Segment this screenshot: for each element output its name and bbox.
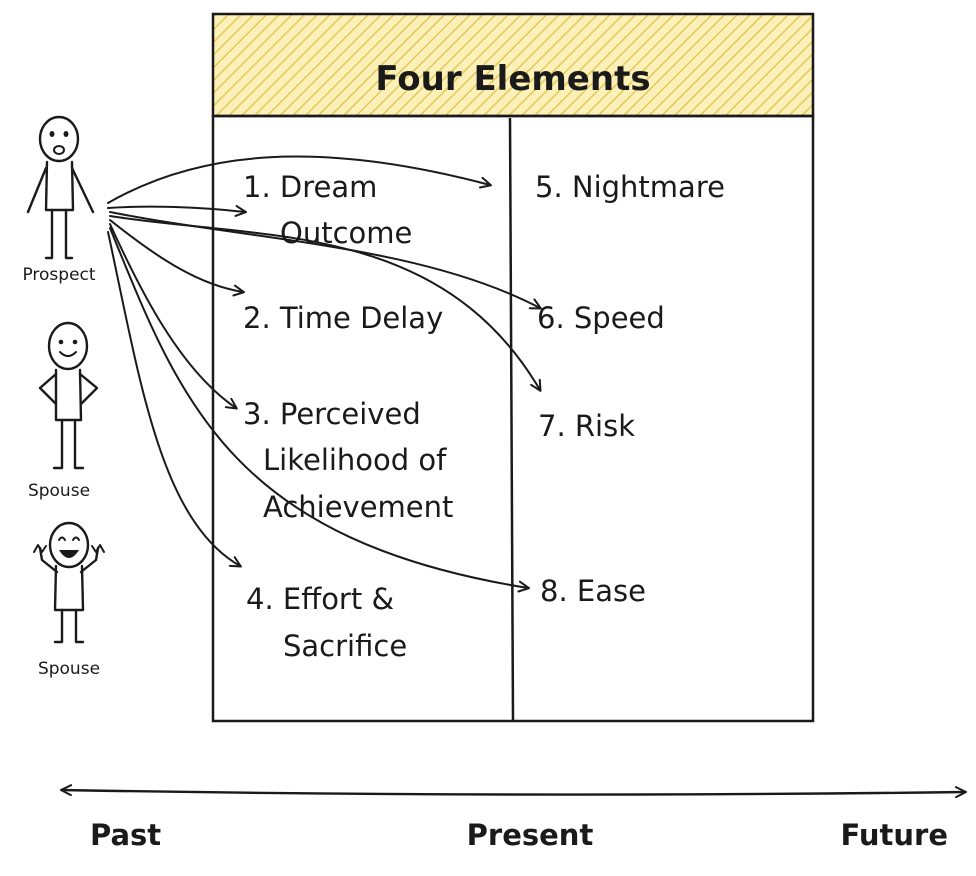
spouse-figure-2 [33, 521, 105, 644]
element-4-effort-sacrifice: 4. Effort & Sacrifice [246, 582, 407, 663]
element-6-speed: 6. Speed [537, 301, 665, 335]
element-1-dream-outcome: 1. Dream Outcome [243, 170, 412, 250]
timeline-present: Present [467, 818, 594, 852]
arrow-to-effort-sacrifice [107, 231, 242, 568]
arrow-to-ease [109, 227, 530, 593]
spouse-label-2: Spouse [38, 659, 100, 679]
worried-face-icon [49, 131, 55, 137]
title-header-box [211, 12, 815, 118]
element-7-risk: 7. Risk [538, 409, 635, 443]
prospect-label: Prospect [22, 265, 95, 285]
element-5-nightmare: 5. Nightmare [535, 170, 725, 204]
diagram-title: Four Elements [375, 59, 650, 99]
spouse-label-1: Spouse [28, 481, 90, 501]
smile-face-icon [58, 339, 64, 345]
column-divider [508, 117, 515, 722]
prospect-arrows [107, 155, 542, 593]
arrow-to-time-delay [109, 219, 245, 297]
arrow-to-risk [109, 215, 542, 392]
arrow-to-dream-outcome [107, 205, 247, 217]
timeline-future: Future [841, 818, 949, 852]
arrow-to-speed [109, 211, 542, 310]
element-3-perceived-likelihood: 3. Perceived Likelihood of Achievement [243, 397, 456, 524]
timeline-arrow [60, 784, 967, 799]
element-2-time-delay: 2. Time Delay [243, 301, 443, 335]
happy-face-icon [58, 536, 66, 541]
spouse-figure-1 [38, 321, 99, 470]
arrow-to-nightmare [107, 155, 492, 204]
timeline-past: Past [90, 818, 161, 852]
element-8-ease: 8. Ease [540, 574, 646, 608]
arrow-to-perceived-likelihood [109, 223, 238, 410]
prospect-figure [26, 115, 95, 260]
